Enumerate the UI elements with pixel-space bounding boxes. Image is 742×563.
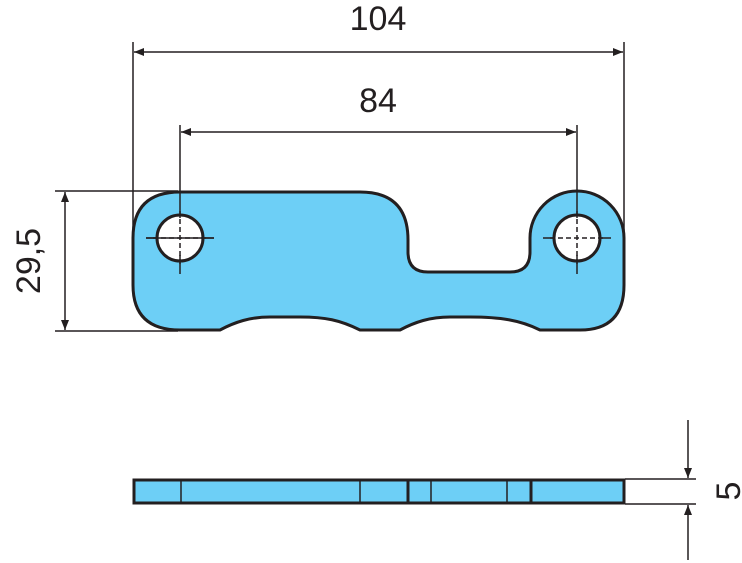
plate-top-view	[131, 189, 626, 332]
dimension-hole-spacing	[179, 125, 578, 218]
dimension-overall-length	[132, 42, 625, 232]
dimension-label-length: 104	[350, 0, 407, 38]
dimension-thickness	[625, 420, 696, 560]
dimension-label-spacing: 84	[359, 82, 397, 120]
plate-side-view	[132, 478, 626, 505]
dimension-height	[55, 190, 178, 332]
dimension-label-height: 29,5	[10, 228, 48, 294]
dimension-label-thickness: 5	[710, 482, 742, 501]
